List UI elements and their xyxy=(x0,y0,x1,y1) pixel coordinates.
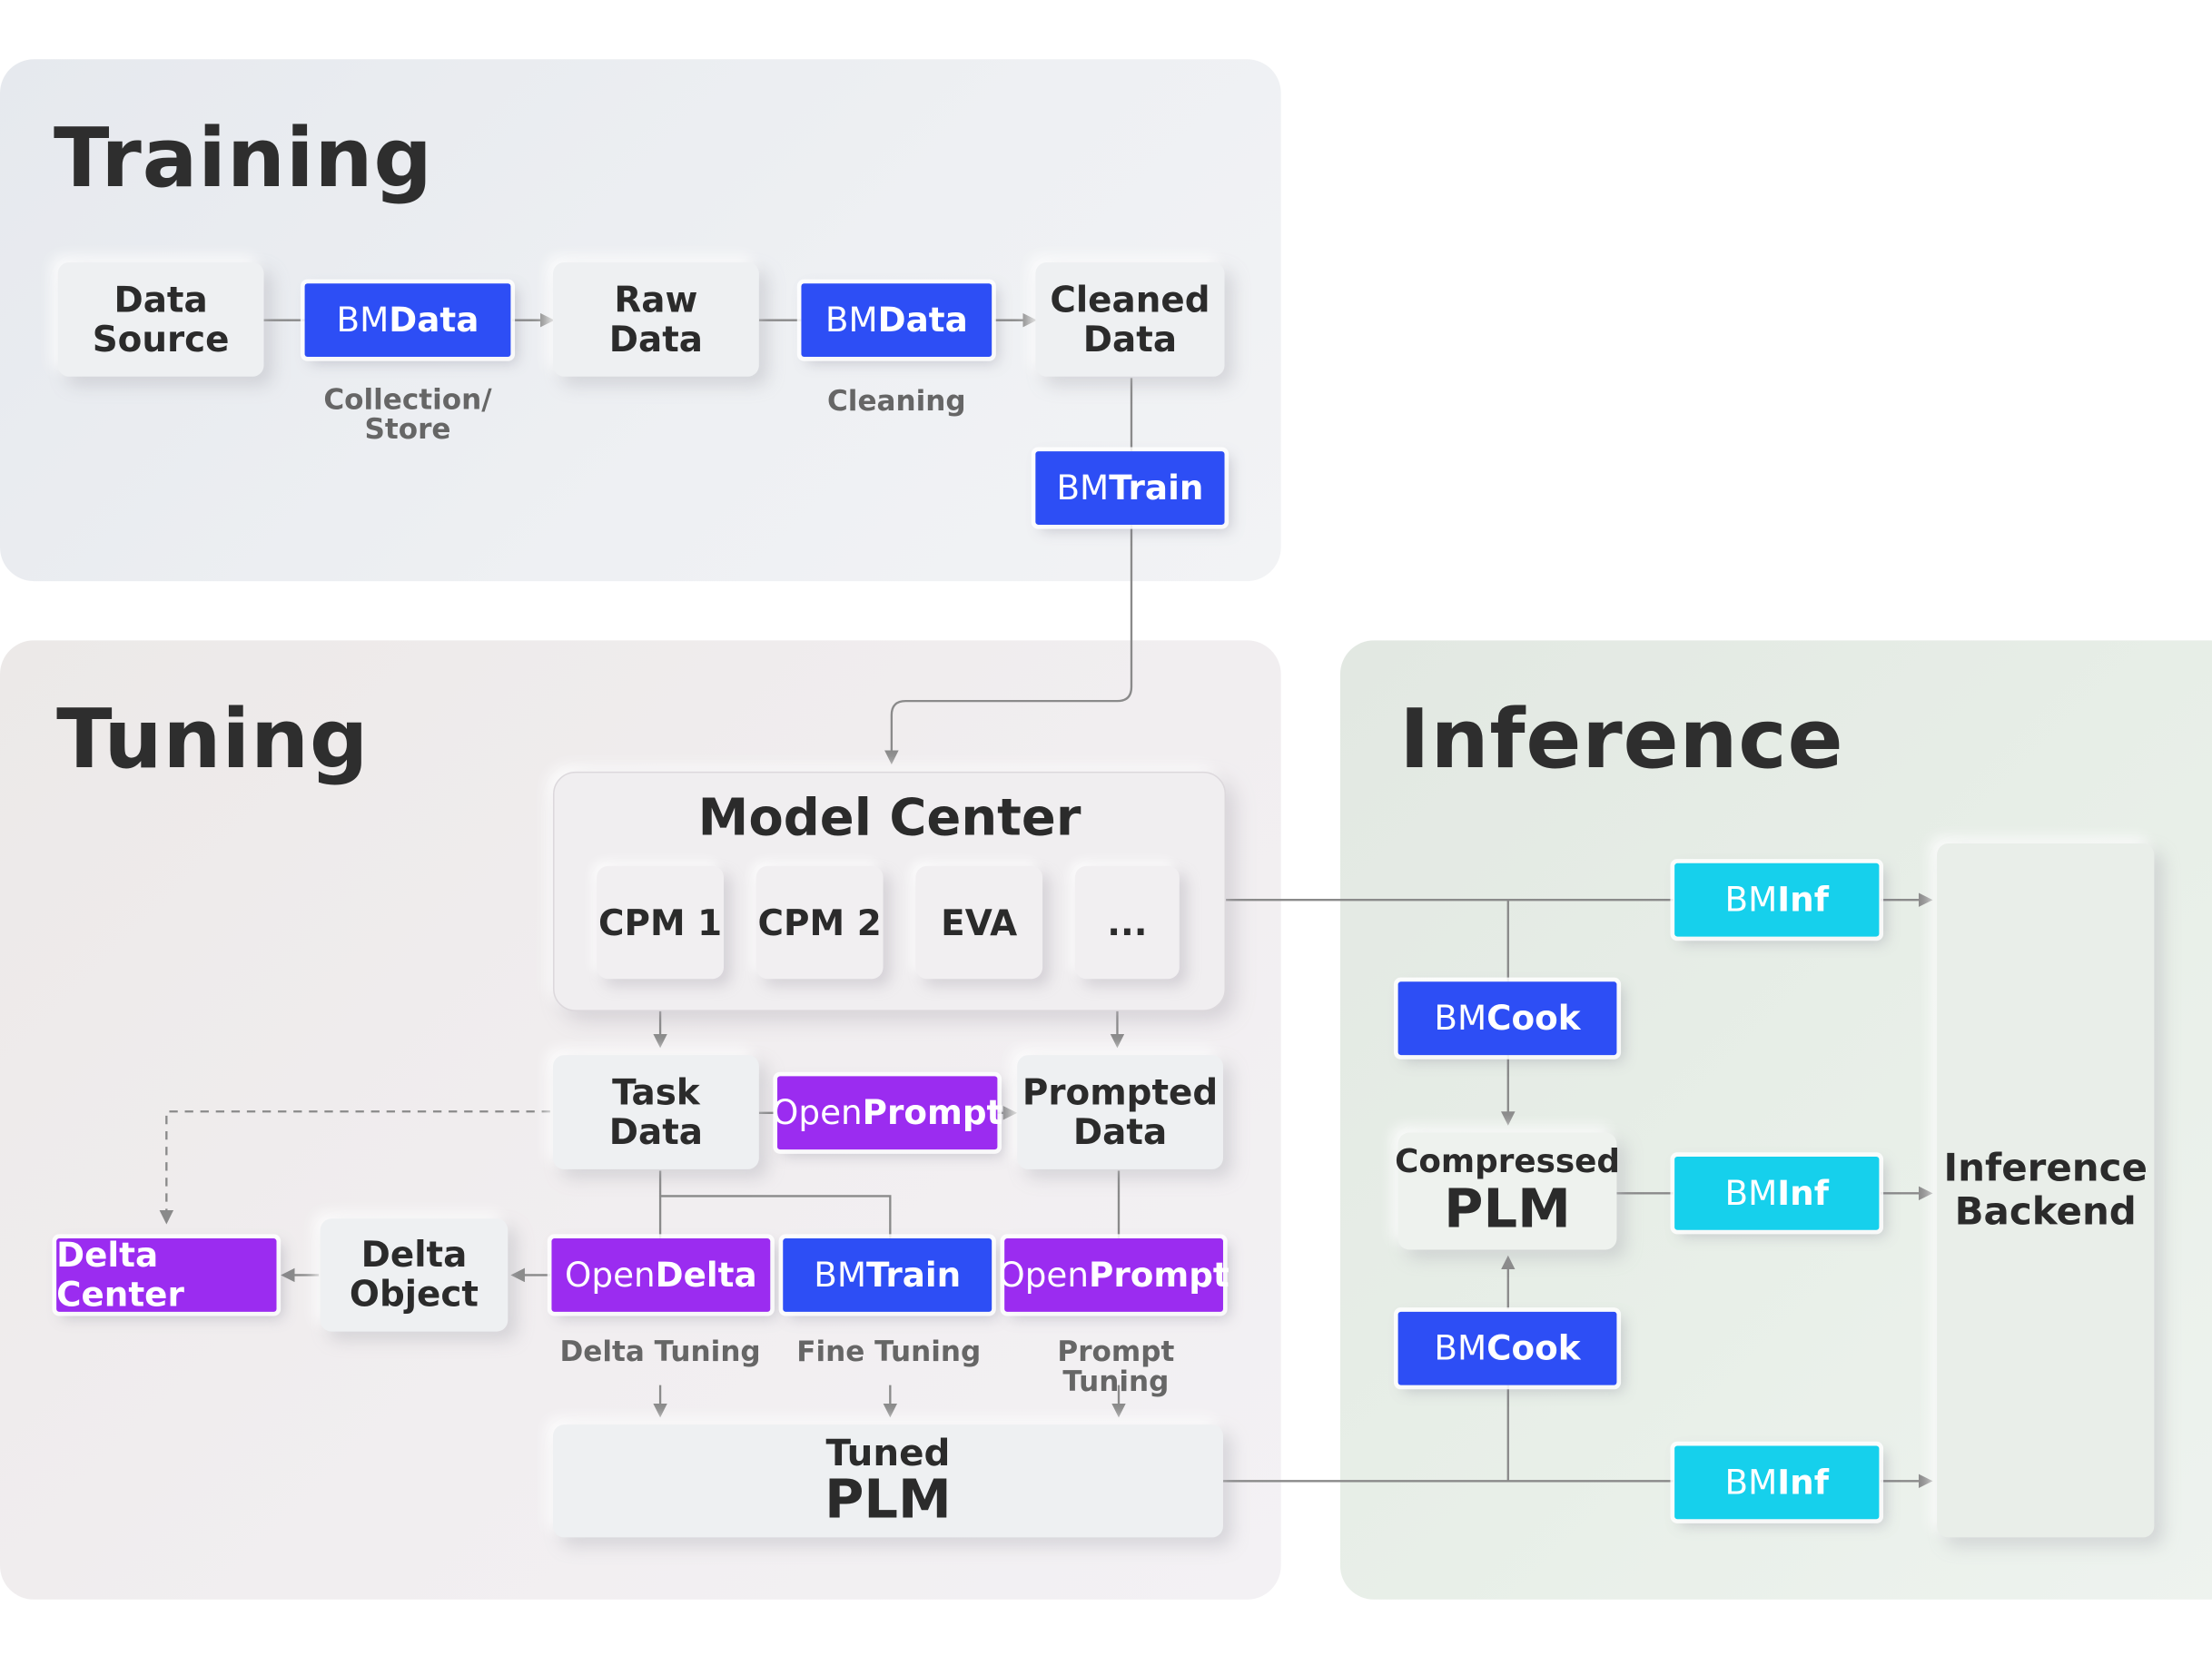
model-chip-cpm1[interactable]: CPM 1 xyxy=(597,865,724,980)
training-title: Training xyxy=(54,110,433,206)
caption-delta-tuning: Delta Tuning xyxy=(559,1334,761,1368)
tool-prefix: BM xyxy=(1724,880,1778,920)
delta-object-node: Delta Object xyxy=(320,1218,509,1332)
tuned-plm-label-small: Tuned xyxy=(825,1433,951,1476)
tool-suffix: Delta xyxy=(655,1255,757,1296)
tool-suffix: Prompt xyxy=(1089,1255,1229,1296)
edge-task-deltacenter xyxy=(159,1110,550,1225)
tool-suffix: Train xyxy=(865,1255,962,1296)
tool-suffix: Inf xyxy=(1777,1173,1829,1214)
tool-prefix: BM xyxy=(814,1255,866,1296)
inference-backend-node: Inference Backend xyxy=(1937,843,2155,1538)
tool-prefix: BM xyxy=(1724,1463,1778,1503)
tool-prefix: BM xyxy=(825,300,878,340)
tool-suffix: Inf xyxy=(1777,880,1829,920)
tool-prefix: BM xyxy=(1056,468,1110,508)
tool-label: Delta Center xyxy=(56,1235,184,1315)
compressed-plm-label-big: PLM xyxy=(1444,1178,1571,1240)
tool-suffix: Data xyxy=(877,300,968,340)
tool-suffix: Train xyxy=(1109,468,1204,508)
tool-prefix: Open xyxy=(998,1255,1090,1296)
edge-bmtrain-modelcenter xyxy=(884,524,1133,765)
data-source-node: Data Source xyxy=(57,261,264,377)
edge-task-bmtrain xyxy=(660,1195,892,1239)
cleaned-data-node: Cleaned Data xyxy=(1035,261,1225,377)
tuning-title: Tuning xyxy=(56,691,370,787)
tool-suffix: Data xyxy=(389,300,479,340)
model-chip-eva[interactable]: EVA xyxy=(915,865,1043,980)
prompted-data-node: Prompted Data xyxy=(1017,1055,1223,1169)
compressed-plm-node: Compressed PLM xyxy=(1395,1132,1620,1250)
tuned-plm-label-big: PLM xyxy=(825,1468,952,1531)
caption-cleaning: Cleaning xyxy=(826,383,966,418)
caption-collection-store: Collection/ Store xyxy=(323,382,492,446)
tool-suffix: Inf xyxy=(1777,1463,1829,1503)
tool-suffix: Cook xyxy=(1486,998,1581,1039)
model-chip-more[interactable]: ... xyxy=(1074,865,1180,980)
compressed-plm-label-small: Compressed xyxy=(1395,1143,1620,1181)
caption-fine-tuning: Fine Tuning xyxy=(796,1334,982,1368)
caption-prompt-tuning: Prompt Tuning xyxy=(1057,1334,1175,1398)
tool-prefix: BM xyxy=(336,300,390,340)
tool-prefix: BM xyxy=(1434,998,1487,1039)
delta-center-tool[interactable]: Delta Center xyxy=(56,1235,277,1315)
model-chip-cpm2[interactable]: CPM 2 xyxy=(755,865,884,980)
inference-title: Inference xyxy=(1399,691,1844,787)
tuned-plm-node: Tuned PLM xyxy=(553,1424,1223,1538)
tool-suffix: Prompt xyxy=(862,1093,1003,1133)
tool-prefix: Open xyxy=(565,1255,656,1296)
tool-suffix: Cook xyxy=(1486,1328,1581,1368)
model-center-title: Model Center xyxy=(697,790,1081,848)
task-data-node: Task Data xyxy=(553,1055,759,1169)
tool-prefix: Open xyxy=(772,1093,863,1133)
raw-data-node: Raw Data xyxy=(553,261,759,377)
tool-prefix: BM xyxy=(1724,1173,1778,1214)
tool-prefix: BM xyxy=(1434,1328,1487,1368)
